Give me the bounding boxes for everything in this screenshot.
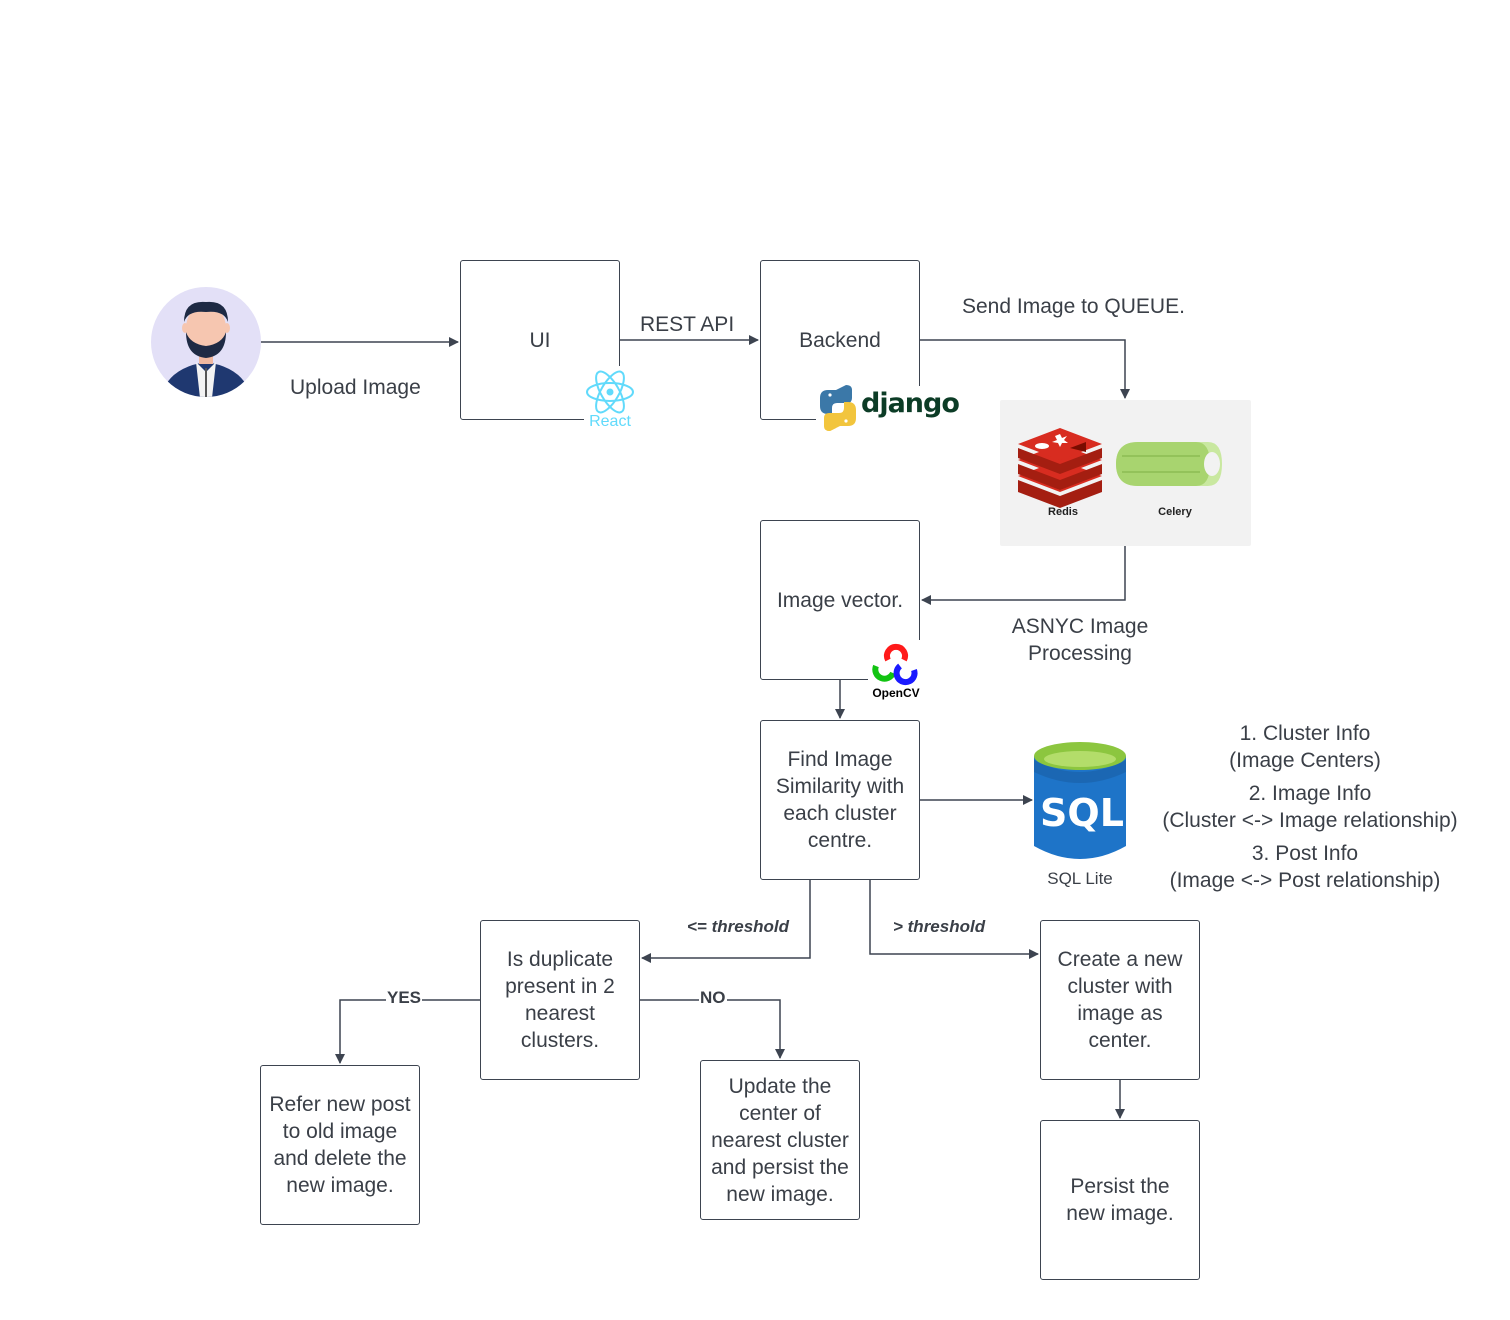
node-find-similarity[interactable]: Find Image Similarity with each cluster …: [760, 720, 920, 880]
edge-label-yes: YES: [386, 988, 423, 1008]
node-is-duplicate[interactable]: Is duplicate present in 2 nearest cluste…: [480, 920, 640, 1080]
edge-backend-to-queue: [920, 339, 1130, 399]
edge-duplicate-no: [640, 999, 785, 1059]
db-info-3-detail: (Image <-> Post relationship): [1169, 869, 1441, 892]
celery-overlay-icon: [1116, 442, 1222, 486]
db-info-1-detail: (Image Centers): [1229, 749, 1381, 772]
db-info-2-title: 2. Image Info: [1248, 782, 1372, 805]
react-logo-overlay-icon: [584, 366, 636, 432]
opencv-logo-overlay-icon: [868, 640, 924, 700]
label-send-queue: Send Image to QUEUE.: [962, 295, 1185, 318]
redis-overlay-icon: [1018, 428, 1102, 508]
db-info-2-detail: (Cluster <-> Image relationship): [1162, 809, 1458, 832]
celery-logo-caption: Celery: [1158, 506, 1192, 518]
label-async-processing: ASNYC Image Processing: [1011, 615, 1149, 665]
db-info-1-title: 1. Cluster Info: [1239, 722, 1371, 745]
react-logo-caption: React: [589, 413, 631, 430]
redis-logo-caption: Redis: [1048, 506, 1078, 518]
edge-label-gt-threshold: > threshold: [892, 917, 987, 937]
sql-logo-text: SQL: [1040, 791, 1124, 835]
edge-queue-to-vector: [921, 546, 1126, 605]
edge-similarity-to-create: [869, 880, 1039, 959]
user-avatar-icon: [151, 287, 261, 397]
edge-label-no: NO: [699, 988, 727, 1008]
node-persist-image[interactable]: Persist the new image.: [1040, 1120, 1200, 1280]
label-upload-image: Upload Image: [290, 376, 421, 399]
django-logo-text: django: [861, 388, 960, 419]
db-info-3-title: 3. Post Info: [1251, 842, 1359, 865]
sql-database-icon: [1034, 742, 1126, 859]
node-create-cluster[interactable]: Create a new cluster with image as cente…: [1040, 920, 1200, 1080]
edge-duplicate-yes: [335, 999, 480, 1064]
label-sql-lite: SQL Lite: [1047, 869, 1113, 888]
opencv-logo-caption: OpenCV: [872, 686, 920, 700]
edge-label-lte-threshold: <= threshold: [686, 917, 791, 937]
node-update-center[interactable]: Update the center of nearest cluster and…: [700, 1060, 860, 1220]
node-refer-post[interactable]: Refer new post to old image and delete t…: [260, 1065, 420, 1225]
label-rest-api: REST API: [640, 313, 735, 336]
python-logo-overlay-icon: [816, 385, 946, 431]
edge-similarity-to-duplicate: [641, 880, 811, 963]
